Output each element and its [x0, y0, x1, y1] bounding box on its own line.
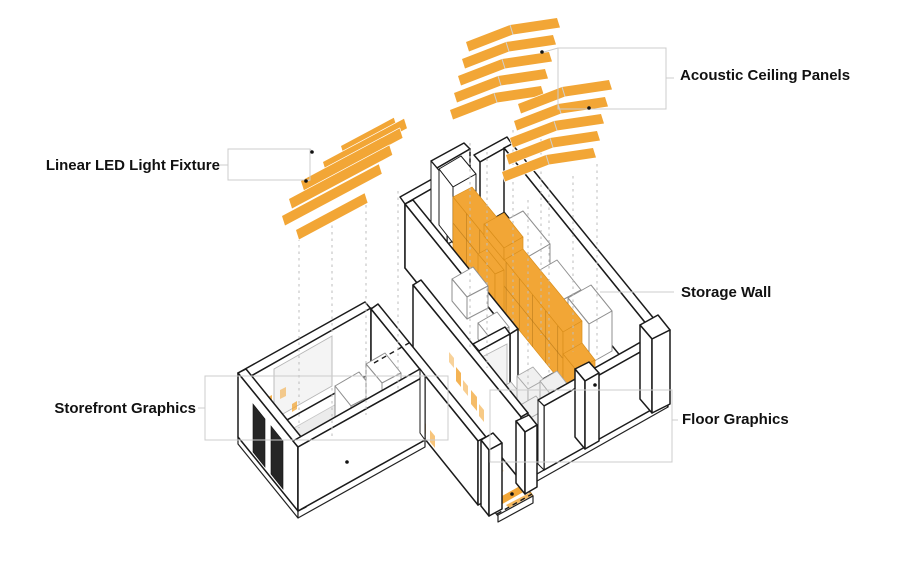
- label-floor-graphics: Floor Graphics: [682, 411, 789, 428]
- acoustic-ceiling-panels-cluster-2: [501, 79, 613, 183]
- label-acoustic-ceiling-panels: Acoustic Ceiling Panels: [680, 67, 851, 84]
- label-storefront-graphics: Storefront Graphics: [54, 400, 196, 417]
- entry-porch: [373, 342, 538, 517]
- leader-lines: [198, 47, 678, 463]
- storefront-room: [237, 352, 426, 512]
- ceiling-panel-slat: [449, 17, 561, 121]
- projection-lines: [298, 130, 598, 440]
- leader-dots: [304, 50, 597, 496]
- label-storage-wall: Storage Wall: [681, 284, 772, 301]
- label-linear-led-light-fixture: Linear LED Light Fixture: [45, 157, 220, 174]
- linear-led-light-fixture: [281, 117, 408, 241]
- acoustic-ceiling-panels-cluster-1: [449, 17, 561, 121]
